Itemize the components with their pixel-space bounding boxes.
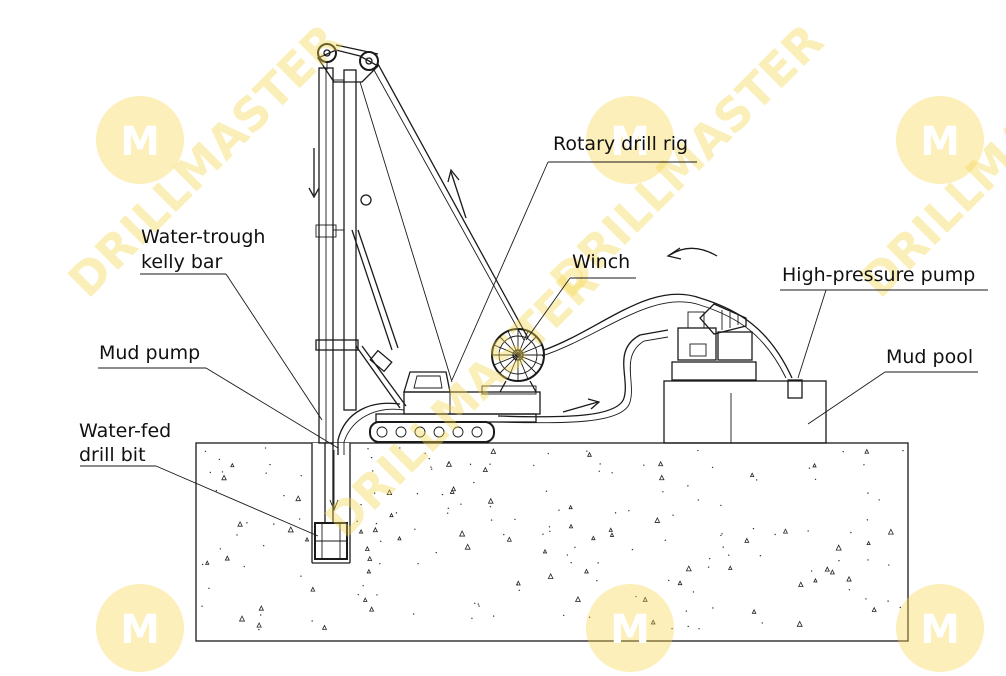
svg-text:M: M xyxy=(610,607,650,653)
svg-text:M: M xyxy=(610,119,650,165)
label-mud-pump: Mud pump xyxy=(99,342,200,364)
labels: Rotary drill rig Winch High-pressure pum… xyxy=(79,133,975,466)
mast-support-arms xyxy=(351,229,407,409)
watermark-logo: M xyxy=(96,584,184,672)
label-kelly-bar-line1: Water-trough xyxy=(141,226,265,248)
watermark-text: DRILLMASTER xyxy=(315,254,609,548)
label-winch: Winch xyxy=(572,251,630,273)
watermark-logo: M xyxy=(896,584,984,672)
hoist-cables xyxy=(335,44,529,383)
watermark-logo: M xyxy=(896,96,984,184)
svg-text:M: M xyxy=(120,119,160,165)
label-high-pressure-pump: High-pressure pump xyxy=(782,264,975,286)
svg-text:M: M xyxy=(920,607,960,653)
rotary-drill-rig xyxy=(369,371,541,443)
svg-text:M: M xyxy=(120,607,160,653)
high-pressure-pump-unit xyxy=(671,303,803,399)
label-drill-bit-line1: Water-fed xyxy=(79,420,171,442)
ground-block xyxy=(195,442,909,642)
svg-text:M: M xyxy=(920,119,960,165)
label-rotary-drill-rig: Rotary drill rig xyxy=(553,133,688,155)
flow-arrows xyxy=(308,148,718,512)
watermark-logo: M xyxy=(586,584,674,672)
label-kelly-bar-line2: kelly bar xyxy=(141,251,223,273)
soil-texture xyxy=(201,447,904,631)
watermark-logo: M xyxy=(96,96,184,184)
mud-hoses xyxy=(337,293,793,455)
label-mud-pool: Mud pool xyxy=(886,346,973,368)
leader-lines xyxy=(80,161,988,537)
label-drill-bit-line2: drill bit xyxy=(79,444,146,466)
